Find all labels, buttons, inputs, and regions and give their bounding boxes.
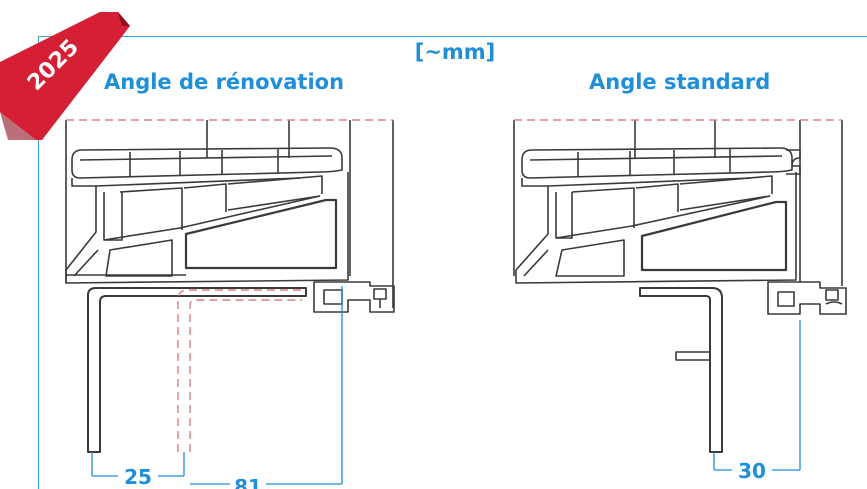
title-standard-angle: Angle standard bbox=[589, 70, 771, 94]
renovation-dashed-outline bbox=[66, 119, 393, 452]
units-label: [~mm] bbox=[414, 40, 496, 64]
frame-left-line bbox=[38, 36, 39, 489]
dimension-label-81: 81 bbox=[234, 475, 262, 489]
renovation-profile bbox=[65, 120, 395, 453]
dimension-label-25: 25 bbox=[124, 465, 152, 489]
dimension-label-30: 30 bbox=[738, 459, 766, 483]
frame-top-line bbox=[38, 36, 867, 37]
title-renovation-angle: Angle de rénovation bbox=[104, 70, 345, 94]
dimension-lines bbox=[91, 286, 801, 485]
standard-profile bbox=[513, 120, 847, 453]
